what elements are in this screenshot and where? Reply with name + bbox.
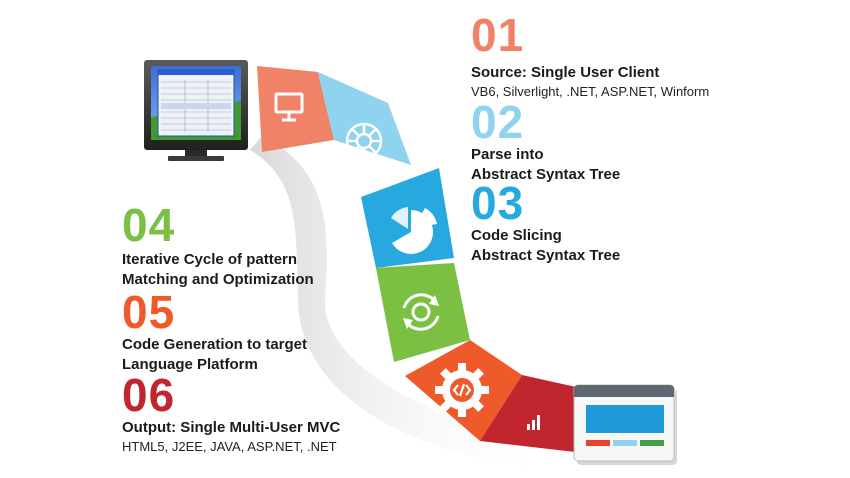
step-06-title: Output: Single Multi-User MVC	[122, 419, 341, 436]
step-05-number: 05	[122, 286, 176, 338]
window-content-block	[586, 405, 664, 433]
segment-step-02	[318, 72, 411, 165]
refresh-gear-icon	[402, 293, 440, 331]
step-04: 04 Iterative Cycle of pattern Matching a…	[122, 202, 314, 290]
monitor-stand	[168, 156, 224, 161]
step-05-title-line-1: Code Generation to target	[122, 336, 308, 353]
step-04-title-line-2: Matching and Optimization	[122, 271, 314, 288]
step-02-number: 02	[471, 96, 525, 148]
window-bar-green	[640, 440, 664, 446]
step-06: 06 Output: Single Multi-User MVC HTML5, …	[122, 372, 340, 456]
segment-step-06	[480, 375, 576, 452]
segment-02-shape	[318, 72, 411, 165]
step-02: 02 Parse into Abstract Syntax Tree	[471, 99, 620, 185]
step-06-number: 06	[122, 369, 176, 421]
legacy-app-grid	[161, 80, 231, 132]
window-bar-blue	[613, 440, 637, 446]
step-01-title: Source: Single User Client	[471, 64, 660, 81]
step-01-description: VB6, Silverlight, .NET, ASP.NET, Winform	[471, 84, 710, 99]
pie-chart-icon	[391, 207, 437, 254]
segment-step-05	[405, 340, 522, 441]
step-04-number: 04	[122, 199, 176, 251]
step-04-title-line-1: Iterative Cycle of pattern	[122, 251, 298, 268]
gear-wheel-icon	[345, 122, 383, 160]
step-01: 01 Source: Single User Client VB6, Silve…	[471, 12, 709, 101]
step-03-title-line-2: Abstract Syntax Tree	[471, 247, 621, 264]
step-03-number: 03	[471, 177, 525, 229]
step-05: 05 Code Generation to target Language Pl…	[122, 289, 307, 375]
legacy-app-titlebar	[158, 70, 234, 75]
legacy-app-panel	[161, 103, 231, 109]
segment-step-01	[257, 66, 334, 152]
monitor-neck	[185, 150, 207, 156]
segment-06-shape	[480, 375, 576, 452]
step-02-title-line-1: Parse into	[471, 146, 544, 163]
step-02-title-line-2: Abstract Syntax Tree	[471, 166, 621, 183]
step-01-number: 01	[471, 9, 525, 61]
source-monitor-illustration	[144, 60, 248, 161]
segment-01-shape	[257, 66, 334, 152]
monitor-icon	[274, 92, 304, 122]
bar-chart-icon	[527, 415, 540, 430]
step-03-title-line-1: Code Slicing	[471, 227, 562, 244]
output-window-illustration	[573, 384, 677, 465]
window-titlebar-fill	[574, 392, 674, 397]
segment-step-03	[361, 168, 454, 268]
window-bar-red	[586, 440, 610, 446]
code-gear-icon	[435, 363, 489, 417]
step-03: 03 Code Slicing Abstract Syntax Tree	[471, 180, 620, 266]
step-05-title-line-2: Language Platform	[122, 356, 258, 373]
segment-04-shape	[376, 263, 470, 362]
step-06-description: HTML5, J2EE, JAVA, ASP.NET, .NET	[122, 439, 337, 454]
segment-step-04	[376, 263, 470, 362]
